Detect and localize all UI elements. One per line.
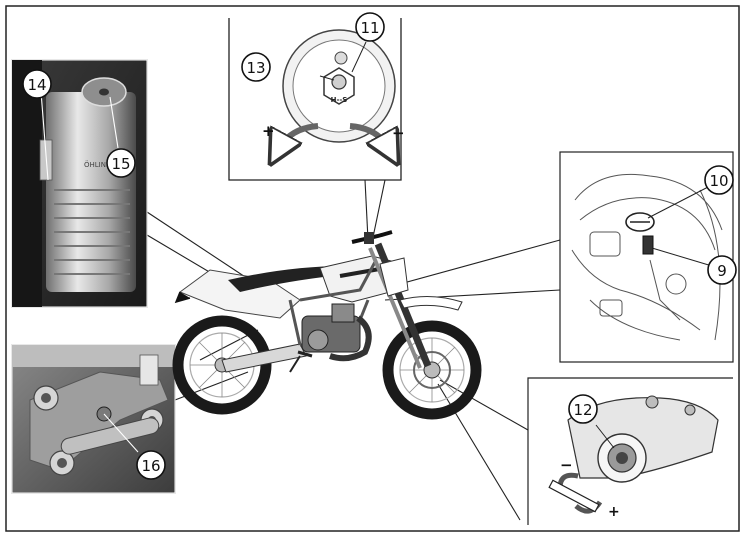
rear-wheel [172, 315, 272, 415]
screwdriver [548, 479, 600, 513]
svg-text:12: 12 [573, 401, 592, 419]
idle-screw [642, 235, 654, 255]
linkage-rod [60, 417, 160, 455]
svg-text:13: 13 [246, 59, 265, 77]
swingarm [221, 343, 307, 373]
callout-11: 11 [355, 12, 385, 42]
callout-9: 9 [707, 255, 737, 285]
fork-detail: − + [527, 377, 733, 525]
shock-brand: ÖHLINS [84, 160, 111, 169]
arrow-left-icon [278, 123, 319, 150]
minus-label: − [560, 456, 573, 474]
top-adjuster-detail: H--S + − [228, 18, 405, 181]
minus-label: − [392, 124, 405, 142]
svg-text:10: 10 [709, 172, 728, 190]
shock-body [46, 92, 136, 292]
adjuster-cap [334, 51, 348, 65]
linkage-photo-detail [11, 344, 176, 494]
callout-14: 14 [22, 69, 52, 99]
carburettor-detail [559, 151, 734, 363]
front-fender [399, 296, 463, 311]
seat [228, 266, 350, 292]
arrow-right-icon [349, 123, 390, 150]
cylinder [331, 303, 355, 323]
plus-label: + [262, 122, 275, 140]
callout-13: 13 [241, 52, 271, 82]
svg-text:9: 9 [717, 262, 727, 280]
screw-marking: H--S [331, 96, 348, 104]
plus-label: + [608, 504, 620, 520]
svg-text:11: 11 [360, 19, 379, 37]
callout-15: 15 [106, 148, 136, 178]
shock-bellows [54, 189, 130, 275]
svg-text:14: 14 [27, 76, 46, 94]
handlebar [351, 230, 393, 244]
callout-10: 10 [704, 165, 734, 195]
svg-text:15: 15 [111, 155, 130, 173]
shock-photo-detail: ÖHLINS [11, 59, 148, 308]
exhaust-pipe [329, 315, 372, 362]
callout-12: 12 [568, 394, 598, 424]
number-plate [379, 257, 409, 297]
adjuster-screw [331, 74, 347, 90]
front-wheel [382, 320, 482, 420]
motorcycle [172, 230, 482, 420]
svg-text:16: 16 [141, 457, 160, 475]
callout-16: 16 [136, 450, 166, 480]
